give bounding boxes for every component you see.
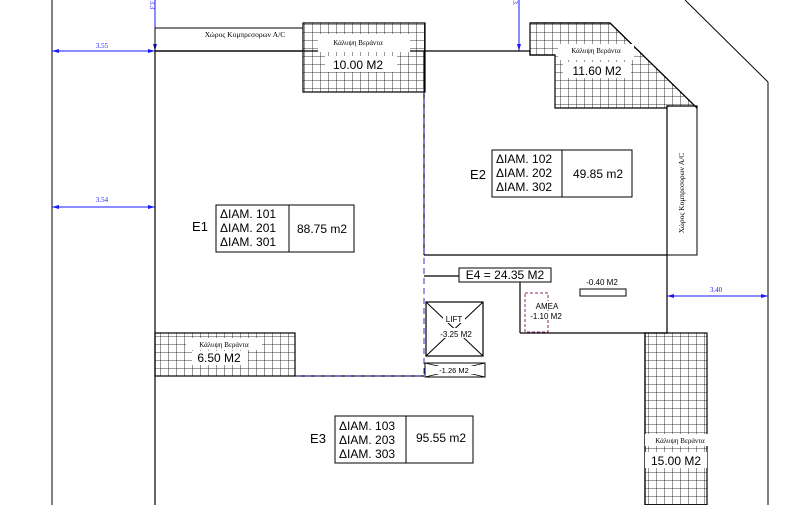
dimension-left-top: 3.55 (52, 42, 155, 53)
compressor-label-side: Χώρος Κομπρεσορων A/C (677, 153, 686, 234)
amea-wc: AMEA -1.10 M2 (524, 292, 567, 333)
dimension-cut-top-mid: 3. (511, 0, 521, 51)
apartment-label: ΔΙΑΜ. 103 (339, 419, 395, 433)
common-area-label: E4 = 24.35 M2 (466, 268, 545, 282)
unit-code: E3 (310, 431, 326, 446)
lift-shaft: LIFT -3.25 M2 (425, 301, 484, 357)
lift-label: LIFT (446, 315, 463, 324)
unit-e2: E2 ΔΙΑΜ. 102 ΔΙΑΜ. 202 ΔΙΑΜ. 302 49.85 m… (470, 149, 633, 198)
veranda-label: Κάλυψη Βεράντα (199, 341, 249, 349)
veranda-mid-left: Κάλυψη Βεράντα 6.50 M2 (154, 332, 296, 377)
dimension-label: 3.54 (96, 196, 109, 204)
amea-label: AMEA (536, 302, 559, 311)
dimension-label: 3.3 (148, 1, 156, 10)
apartment-label: ΔΙΑΜ. 101 (220, 207, 276, 221)
veranda-top-left: Κάλυψη Βεράντα 10.00 M2 (302, 22, 426, 93)
apartment-label: ΔΙΑΜ. 303 (339, 447, 395, 461)
lift-area: -3.25 M2 (440, 330, 472, 339)
apartment-label: ΔΙΑΜ. 203 (339, 433, 395, 447)
dimension-label: 3.40 (710, 286, 723, 294)
veranda-area: 10.00 M2 (333, 58, 383, 72)
dimension-cut-top-left: 3.3 (148, 0, 157, 51)
dimension-left-mid: 3.54 (52, 196, 155, 209)
unit-code: E1 (192, 219, 208, 234)
unit-e3: E3 ΔΙΑΜ. 103 ΔΙΑΜ. 203 ΔΙΑΜ. 303 95.55 m… (310, 415, 474, 464)
veranda-bottom-right: Κάλυψη Βεράντα 15.00 M2 (644, 332, 713, 505)
duct-opening: -0.40 M2 (579, 278, 627, 297)
veranda-top-right: Κάλυψη Βεράντα 11.60 M2 (529, 22, 698, 110)
veranda-area: 11.60 M2 (572, 64, 621, 78)
veranda-area: 6.50 M2 (197, 351, 241, 365)
apartment-label: ΔΙΑΜ. 201 (220, 221, 276, 235)
site-boundary-diagonal (684, 0, 769, 83)
apartment-label: ΔΙΑΜ. 301 (220, 235, 276, 249)
amea-area: -1.10 M2 (530, 312, 562, 321)
veranda-label: Κάλυψη Βεράντα (655, 437, 705, 445)
compressor-space-top: Χώρος Κομπρεσορων A/C (154, 27, 303, 51)
unit-code: E2 (470, 167, 486, 182)
dimension-label: 3.55 (96, 42, 109, 50)
unit-area: 95.55 m2 (416, 431, 466, 445)
dimension-label: 3. (511, 0, 519, 6)
compressor-space-side: Χώρος Κομπρεσορων A/C (666, 105, 698, 256)
unit-area: 88.75 m2 (297, 222, 347, 236)
apartment-label: ΔΙΑΜ. 202 (496, 166, 552, 180)
dashed-boundaries (295, 88, 425, 377)
veranda-label: Κάλυψη Βεράντα (571, 47, 621, 55)
unit-e1: E1 ΔΙΑΜ. 101 ΔΙΑΜ. 201 ΔΙΑΜ. 301 88.75 m… (192, 204, 355, 253)
apartment-label: ΔΙΑΜ. 102 (496, 152, 552, 166)
compressor-label-top: Χώρος Κομπρεσορων A/C (205, 30, 286, 39)
dimension-right-mid: 3.40 (667, 286, 768, 298)
common-area-e4: E4 = 24.35 M2 (458, 267, 552, 283)
veranda-area: 15.00 M2 (651, 454, 701, 468)
service-shaft: -1.26 M2 (424, 362, 486, 378)
shaft-area: -1.26 M2 (439, 366, 469, 375)
veranda-label: Κάλυψη Βεράντα (333, 39, 383, 47)
unit-area: 49.85 m2 (573, 167, 623, 181)
duct-area: -0.40 M2 (586, 278, 618, 287)
apartment-label: ΔΙΑΜ. 302 (496, 180, 552, 194)
